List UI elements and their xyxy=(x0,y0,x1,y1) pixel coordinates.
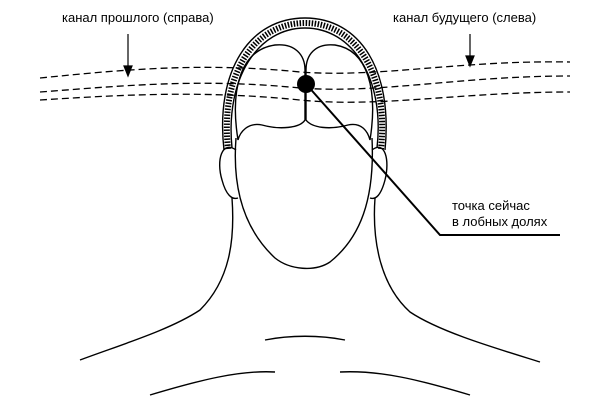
now-point-label-2: в лобных долях xyxy=(452,214,548,229)
skull-outer xyxy=(221,17,387,151)
channel-line-mid xyxy=(39,75,571,93)
channel-line-bottom xyxy=(39,91,571,103)
collarbone-left xyxy=(149,371,276,396)
skull-inner xyxy=(230,27,379,149)
neck-line xyxy=(264,335,346,341)
pointer-line xyxy=(305,83,560,236)
channel-line-top xyxy=(39,61,571,79)
future-channel-label: канал будущего (слева) xyxy=(393,10,537,25)
neck-right xyxy=(373,197,541,363)
brain-right xyxy=(305,44,374,141)
now-point-label-1: точка сейчас xyxy=(452,198,530,213)
past-channel-label: канал прошлого (справа) xyxy=(62,10,214,25)
collarbone-right xyxy=(339,371,471,396)
neck-left xyxy=(79,197,234,361)
arrow-down-icon xyxy=(123,65,133,78)
arrow-down-icon xyxy=(465,55,475,68)
face-outline xyxy=(234,137,374,269)
